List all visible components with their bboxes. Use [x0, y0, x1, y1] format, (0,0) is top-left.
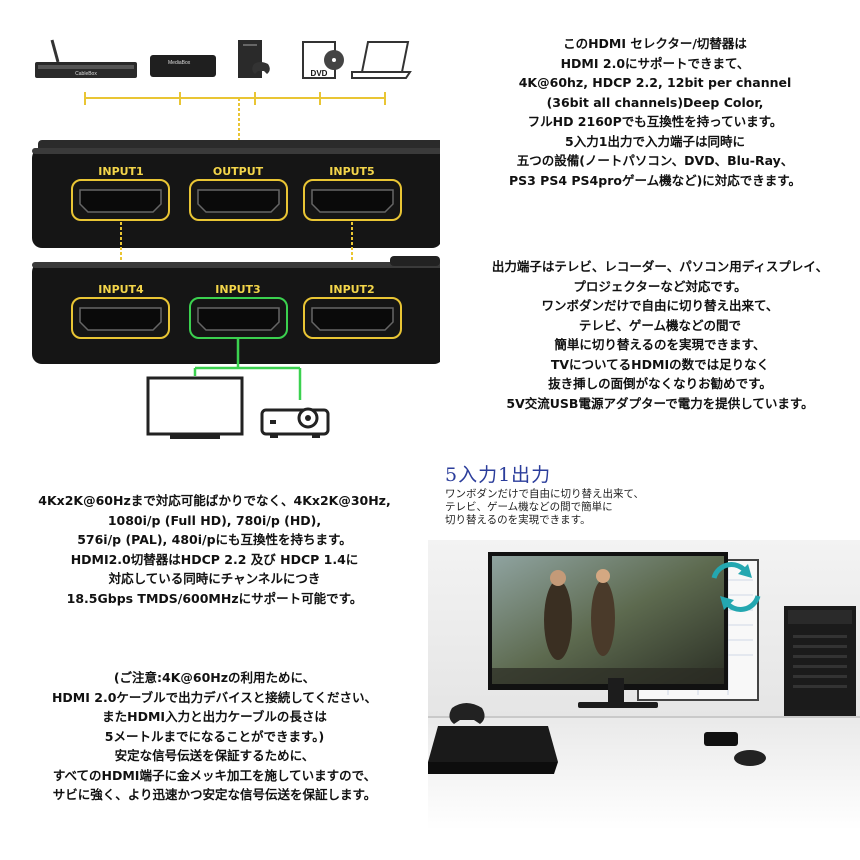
text-line: 5入力1出力で入力端子は同時に [565, 133, 745, 149]
text-line: 18.5Gbps TMDS/600MHzにサポート可能です。 [66, 590, 363, 606]
caption-line: テレビ、ゲーム機などの間で簡単に [445, 501, 613, 513]
game-console-photo [428, 703, 558, 774]
text-line: 5メートルまでになることができます。) [104, 728, 325, 744]
photo-caption-title: 5入力1出力 [445, 464, 552, 486]
text-line: すべてのHDMI端子に金メッキ加工を施していますので、 [52, 767, 377, 783]
text-line: ワンボダンだけで自由に切り替え出来て、 [541, 298, 779, 313]
compat-text-block: 4Kx2K@60Hzまで対応可能ばかりでなく、4Kx2K@30Hz, 1080i… [2, 491, 427, 608]
text-line: HDMI 2.0にサポートできまて、 [560, 55, 750, 71]
setup-photo [428, 540, 860, 830]
main-monitor [488, 552, 728, 708]
switch-bottom-face: INPUT4 INPUT3 INPUT2 [32, 256, 440, 364]
text-line: サビに強く、より迅速かつ安定な信号伝送を保証します。 [52, 787, 377, 802]
output-text-block: 出力端子はテレビ、レコーダー、パソコン用ディスプレイ、 プロジェクターなど対応で… [460, 257, 860, 413]
mouse [734, 750, 766, 766]
caption-line: ワンボダンだけで自由に切り替え出来て、 [445, 488, 644, 500]
text-line: PS3 PS4 PS4proゲーム機など)に対応できます。 [508, 172, 802, 188]
cable-box-label: CableBox [75, 71, 97, 77]
text-line: (ご注意:4K@60Hzの利用ために、 [113, 670, 316, 685]
port-label-input3: INPUT3 [215, 283, 260, 296]
text-line: 簡単に切り替えるのを実現できます、 [554, 337, 766, 352]
port-label-output: OUTPUT [213, 165, 264, 178]
text-line: 5V交流USB電源アダプターで電力を提供しています。 [506, 395, 814, 411]
dvd-icon: DVD [302, 41, 344, 79]
hdmi-switch-diagram: CableBox MediaBox DVD INPUT1 OUT [32, 39, 440, 439]
port-label-input1: INPUT1 [98, 165, 143, 178]
switch-arrows-icon [711, 562, 761, 612]
port-label-input4: INPUT4 [98, 283, 144, 296]
port-label-input2: INPUT2 [329, 283, 374, 296]
dvd-label: DVD [311, 69, 328, 78]
text-line: 4K@60hz, HDCP 2.2, 12bit per channel [518, 75, 792, 90]
text-line: (36bit all channels)Deep Color, [546, 94, 764, 110]
port-label-input5: INPUT5 [329, 165, 374, 178]
text-line: テレビ、ゲーム機などの間で [578, 317, 742, 333]
intro-text-block: このHDMI セレクター/切替器は HDMI 2.0にサポートできまて、 4K@… [460, 34, 850, 190]
text-line: 抜き挿しの面倒がなくなりお勧めです。 [548, 376, 772, 391]
text-line: プロジェクターなど対応です。 [573, 278, 747, 294]
text-line: 4Kx2K@60Hzまで対応可能ばかりでなく、4Kx2K@30Hz, [38, 493, 391, 508]
text-line: 出力端子はテレビ、レコーダー、パソコン用ディスプレイ、 [491, 259, 829, 274]
media-box-icon: MediaBox [150, 55, 216, 77]
photo-caption-text: ワンボダンだけで自由に切り替え出来て、 テレビ、ゲーム機などの間で簡単に 切り替… [445, 488, 644, 527]
projector-icon [260, 407, 330, 438]
text-line: HDMI 2.0ケーブルで出力デバイスと接続してください、 [51, 689, 378, 705]
monitor-icon [146, 376, 244, 439]
switch-top-face: INPUT1 OUTPUT INPUT5 [32, 140, 440, 248]
game-console-icon [238, 40, 270, 78]
text-line: 576i/p (PAL), 480i/pにも互換性を持ちます。 [77, 532, 352, 547]
text-line: 五つの設備(ノートパソコン、DVD、Blu-Ray、 [516, 153, 794, 168]
text-line: またHDMI入力と出力ケーブルの長さは [102, 709, 327, 724]
text-line: 対応している同時にチャンネルにつき [108, 571, 321, 586]
notice-text-block: (ご注意:4K@60Hzの利用ために、 HDMI 2.0ケーブルで出力デバイスと… [2, 668, 427, 805]
text-line: 安定な信号伝送を保証するために、 [114, 748, 315, 763]
text-line: TVについてるHDMIの数では足りなく [550, 356, 770, 372]
text-line: フルHD 2160Pでも互換性を持っています。 [527, 114, 783, 129]
text-line: このHDMI セレクター/切替器は [563, 36, 747, 51]
media-box-label: MediaBox [168, 60, 191, 66]
cable-box-icon: CableBox [35, 39, 137, 78]
hdmi-switch-photo [704, 732, 738, 746]
caption-line: 切り替えるのを実現できます。 [445, 514, 591, 526]
text-line: HDMI2.0切替器はHDCP 2.2 及び HDCP 1.4に [70, 551, 359, 567]
text-line: 1080i/p (Full HD), 780i/p (HD), [107, 512, 322, 528]
laptop-icon [351, 41, 412, 79]
